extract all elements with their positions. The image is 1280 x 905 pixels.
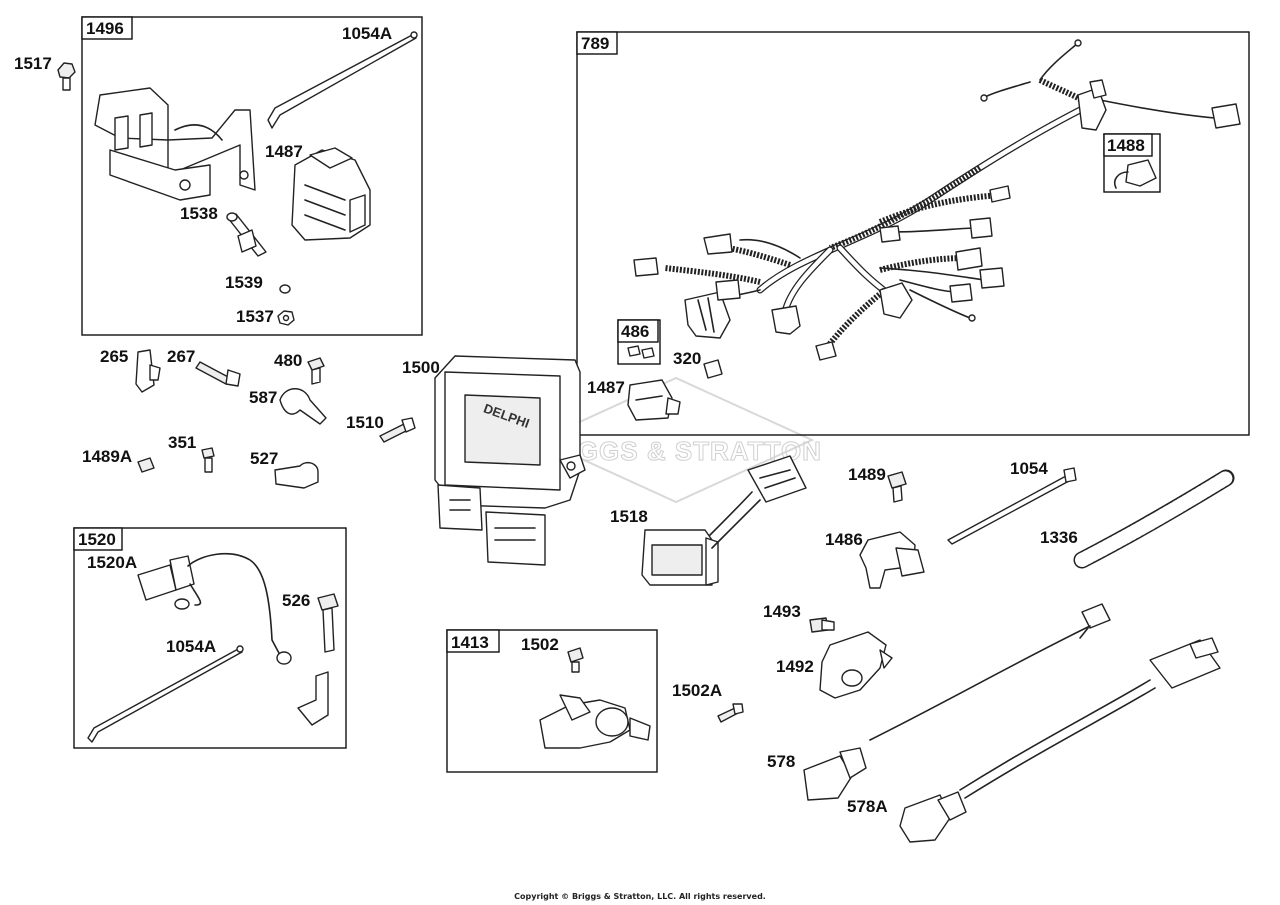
label-267: 267 [167, 347, 195, 366]
connector-1518[interactable] [641, 455, 807, 586]
group-label-1488: 1488 [1107, 136, 1145, 155]
bolt-267[interactable] [195, 361, 241, 387]
label-1054a-top: 1054A [342, 24, 392, 43]
map-sensor-1486[interactable] [859, 531, 925, 589]
label-320: 320 [673, 349, 701, 368]
label-1487-top: 1487 [265, 142, 303, 161]
throttle-position-sensor-1492[interactable] [819, 631, 893, 699]
label-1510: 1510 [346, 413, 384, 432]
label-1537: 1537 [236, 307, 274, 326]
copyright-notice: Copyright © Briggs & Stratton, LLC. All … [514, 892, 766, 901]
group-box-789: 789 [576, 31, 1250, 436]
label-351: 351 [168, 433, 196, 452]
label-526: 526 [282, 591, 310, 610]
screw-1489a[interactable] [137, 457, 155, 473]
sensor-1487-top[interactable] [291, 147, 371, 241]
cable-tie-1054a-bottom[interactable] [87, 645, 244, 743]
label-1518: 1518 [610, 507, 648, 526]
sensor-1487-harness[interactable] [627, 379, 681, 421]
label-265: 265 [100, 347, 128, 366]
clip-265[interactable] [135, 349, 161, 393]
nut-1537[interactable] [277, 310, 295, 326]
label-1486: 1486 [825, 530, 863, 549]
label-1487-harness: 1487 [587, 378, 625, 397]
harness-adapter-578a[interactable] [899, 637, 1221, 843]
corrugated-tube-1336[interactable] [1073, 469, 1235, 569]
label-1502: 1502 [521, 635, 559, 654]
group-box-486: 486 [617, 319, 661, 365]
mounting-bracket[interactable] [94, 87, 256, 201]
label-578a: 578A [847, 797, 888, 816]
label-1054: 1054 [1010, 459, 1048, 478]
fuse-holder-320[interactable] [703, 359, 723, 379]
label-578: 578 [767, 752, 795, 771]
label-480: 480 [274, 351, 302, 370]
screw-351[interactable] [201, 447, 215, 473]
throttle-sensor-1413[interactable] [539, 694, 651, 749]
washer-1539[interactable] [279, 284, 291, 294]
bolt-1489[interactable] [887, 471, 907, 503]
wire-harness-789[interactable] [633, 39, 1241, 361]
label-587: 587 [249, 388, 277, 407]
label-1054a-bottom: 1054A [166, 637, 216, 656]
group-box-1496: 1496 [81, 16, 423, 336]
group-label-789: 789 [581, 34, 609, 53]
label-1517: 1517 [14, 54, 52, 73]
group-box-1520: 1520 [73, 527, 347, 749]
group-label-486: 486 [621, 322, 649, 341]
label-1492: 1492 [776, 657, 814, 676]
bracket-1520[interactable] [297, 671, 329, 726]
screw-1502[interactable] [567, 647, 584, 673]
bolt-526[interactable] [317, 593, 339, 653]
label-1336: 1336 [1040, 528, 1078, 547]
harness-adapter-578[interactable] [803, 603, 1111, 801]
bolt-1510[interactable] [379, 417, 416, 443]
group-label-1496: 1496 [86, 19, 124, 38]
cable-tie-1054a-top[interactable] [267, 31, 418, 129]
group-label-1520: 1520 [78, 530, 116, 549]
screw-1502a[interactable] [717, 703, 744, 723]
temperature-sensor-1520a[interactable] [137, 552, 292, 665]
screw-1517[interactable] [57, 62, 76, 91]
label-527: 527 [250, 449, 278, 468]
label-1539: 1539 [225, 273, 263, 292]
bolt-1538[interactable] [226, 212, 267, 257]
ecu-1500[interactable]: DELPHI [434, 355, 586, 566]
clamp-587[interactable] [279, 388, 327, 425]
label-1500: 1500 [402, 358, 440, 377]
label-1538: 1538 [180, 204, 218, 223]
clip-527[interactable] [274, 461, 319, 489]
screw-1493[interactable] [809, 617, 835, 633]
group-label-1413: 1413 [451, 633, 489, 652]
cable-tie-1054[interactable] [947, 467, 1077, 545]
group-box-1413: 1413 [446, 629, 658, 773]
label-1493: 1493 [763, 602, 801, 621]
label-1502a: 1502A [672, 681, 722, 700]
label-1520a: 1520A [87, 553, 137, 572]
bolt-480[interactable] [307, 357, 325, 385]
label-1489: 1489 [848, 465, 886, 484]
label-1489a: 1489A [82, 447, 132, 466]
group-box-1488: 1488 [1103, 133, 1161, 193]
